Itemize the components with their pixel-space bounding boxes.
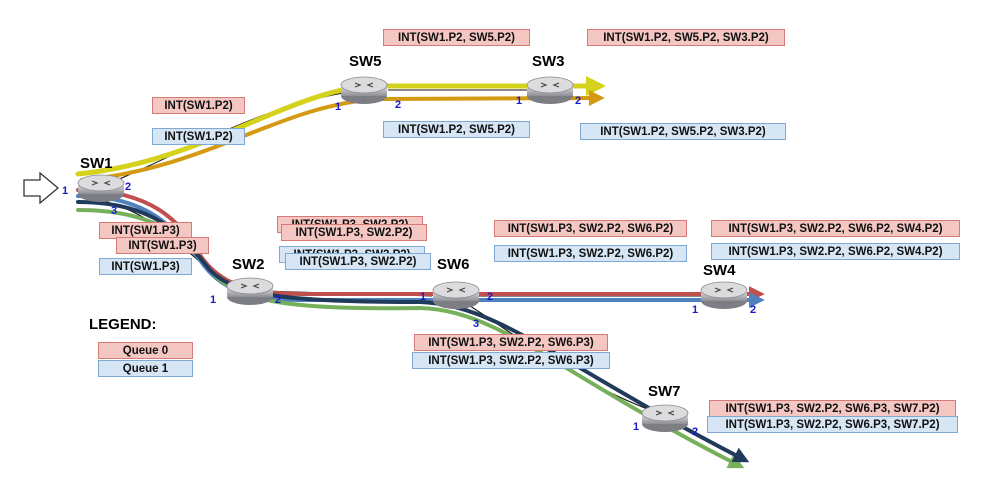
label-sw7-queue1: INT(SW1.P3, SW2.P2, SW6.P3, SW7.P2) <box>707 416 958 433</box>
sw5-port2: 2 <box>395 99 401 111</box>
sw1-port2: 2 <box>125 181 131 193</box>
sw2-port1: 1 <box>210 294 216 306</box>
label-sw1p3-queue1: INT(SW1.P3) <box>99 258 192 275</box>
switch-sw4[interactable] <box>700 281 748 309</box>
switch-sw5[interactable] <box>340 76 388 104</box>
legend-queue1: Queue 1 <box>98 360 193 377</box>
sw3-name: SW3 <box>532 53 565 70</box>
sw7-port1: 1 <box>633 421 639 433</box>
label-sw3-queue0: INT(SW1.P2, SW5.P2, SW3.P2) <box>587 29 785 46</box>
sw1-port3: 3 <box>111 205 117 217</box>
sw6-name: SW6 <box>437 256 470 273</box>
sw5-port1: 1 <box>335 101 341 113</box>
sw6-port2: 2 <box>487 291 493 303</box>
sw2-name: SW2 <box>232 256 265 273</box>
sw4-port2: 2 <box>750 304 756 316</box>
label-sw6p3-queue0: INT(SW1.P3, SW2.P2, SW6.P3) <box>414 334 608 351</box>
sw3-port1: 1 <box>516 95 522 107</box>
sw4-name: SW4 <box>703 262 736 279</box>
switch-sw6[interactable] <box>432 281 480 309</box>
label-sw6-queue0: INT(SW1.P3, SW2.P2, SW6.P2) <box>494 220 687 237</box>
label-sw7-queue0: INT(SW1.P3, SW2.P2, SW6.P3, SW7.P2) <box>709 400 956 417</box>
label-sw5-queue0: INT(SW1.P2, SW5.P2) <box>383 29 530 46</box>
sw4-port1: 1 <box>692 304 698 316</box>
sw7-name: SW7 <box>648 383 681 400</box>
sw1-name: SW1 <box>80 155 113 172</box>
sw6-port1: 1 <box>420 291 426 303</box>
switch-sw3[interactable] <box>526 76 574 104</box>
label-sw1p3-queue0-b: INT(SW1.P3) <box>116 237 209 254</box>
switch-sw7[interactable] <box>641 404 689 432</box>
label-sw4-queue1: INT(SW1.P3, SW2.P2, SW6.P2, SW4.P2) <box>711 243 960 260</box>
label-sw3-queue1: INT(SW1.P2, SW5.P2, SW3.P2) <box>580 123 786 140</box>
sw5-name: SW5 <box>349 53 382 70</box>
label-sw2-queue1: INT(SW1.P3, SW2.P2) <box>285 253 431 270</box>
label-sw4-queue0: INT(SW1.P3, SW2.P2, SW6.P2, SW4.P2) <box>711 220 960 237</box>
switch-sw2[interactable] <box>226 277 274 305</box>
label-sw1p2-queue0: INT(SW1.P2) <box>152 97 245 114</box>
legend-title: LEGEND: <box>89 316 157 333</box>
sw3-port2: 2 <box>575 95 581 107</box>
sw7-port2: 2 <box>692 426 698 438</box>
legend-queue0: Queue 0 <box>98 342 193 359</box>
sw6-port3: 3 <box>473 318 479 330</box>
sw2-port2: 2 <box>275 294 281 306</box>
label-sw6-queue1: INT(SW1.P3, SW2.P2, SW6.P2) <box>494 245 687 262</box>
label-sw5-queue1: INT(SW1.P2, SW5.P2) <box>383 121 530 138</box>
label-sw2-queue0: INT(SW1.P3, SW2.P2) <box>281 224 427 241</box>
label-sw6p3-queue1: INT(SW1.P3, SW2.P2, SW6.P3) <box>412 352 610 369</box>
label-sw1p2-queue1: INT(SW1.P2) <box>152 128 245 145</box>
sw1-port1: 1 <box>62 185 68 197</box>
ingress-arrow-icon <box>23 171 60 205</box>
switch-sw1[interactable] <box>77 174 125 202</box>
